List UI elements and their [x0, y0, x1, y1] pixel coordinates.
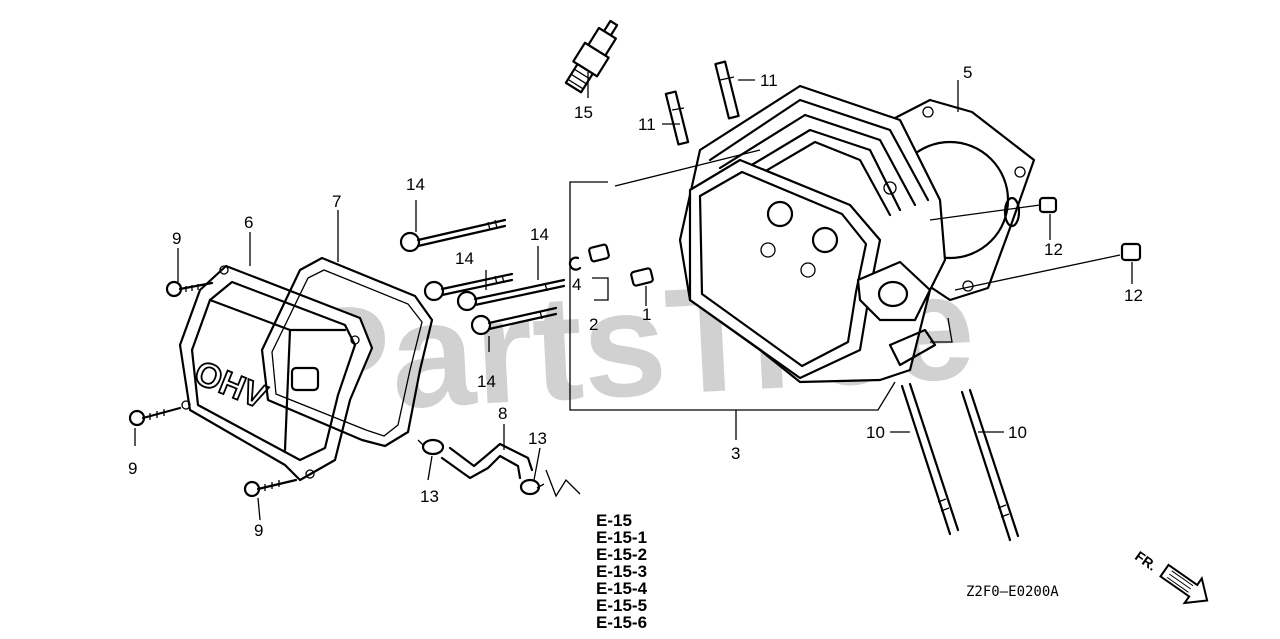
collar-1-part[interactable]	[630, 267, 654, 287]
spark-plug-part[interactable]	[562, 16, 626, 95]
bolt-14-mid[interactable]	[423, 272, 514, 302]
stud-11-right[interactable]	[714, 60, 740, 120]
bolt-9-top[interactable]	[165, 280, 214, 298]
label-15: 15	[574, 103, 593, 122]
label-2: 2	[589, 315, 598, 334]
bolt-9-left[interactable]	[128, 406, 182, 427]
label-6: 6	[244, 213, 253, 232]
label-11-left: 11	[638, 115, 656, 134]
diagram-code: Z2F0—E0200A	[966, 584, 1059, 600]
reference-item[interactable]: E-15-2	[596, 545, 647, 564]
label-5: 5	[963, 63, 972, 82]
valve-cover-part[interactable]	[178, 264, 374, 482]
stud-11-left[interactable]	[664, 90, 690, 146]
stud-10-right[interactable]	[960, 388, 1020, 542]
reference-item[interactable]: E-15-3	[596, 562, 647, 581]
cylinder-head-part[interactable]	[678, 84, 947, 384]
label-4: 4	[572, 275, 581, 294]
stud-10-left[interactable]	[900, 382, 960, 536]
bolt-14-bottom[interactable]	[470, 306, 558, 336]
bolt-9-bottom[interactable]	[243, 478, 298, 498]
label-11-right: 11	[760, 71, 778, 90]
label-7: 7	[332, 192, 341, 211]
reference-item[interactable]: E-15-6	[596, 613, 647, 632]
label-13-left: 13	[420, 487, 439, 506]
label-3: 3	[731, 444, 740, 463]
dowel-pin-12-upper[interactable]	[1038, 196, 1058, 214]
label-14-upper: 14	[406, 175, 425, 194]
label-14-right: 14	[530, 225, 549, 244]
breather-tube-part[interactable]	[440, 442, 534, 480]
reference-item[interactable]: E-15	[596, 511, 632, 530]
label-8: 8	[498, 404, 507, 423]
label-10-left: 10	[866, 423, 885, 442]
clamp-13-right[interactable]	[519, 478, 545, 496]
label-9-left: 9	[128, 459, 137, 478]
label-12-lower: 12	[1124, 286, 1143, 305]
collar-2-part[interactable]	[588, 243, 610, 263]
dowel-pin-12-lower[interactable]	[1120, 242, 1142, 262]
bolt-14-lower[interactable]	[456, 278, 566, 312]
reference-item[interactable]: E-15-1	[596, 528, 647, 547]
label-9-top: 9	[172, 229, 181, 248]
assembly-bracket	[569, 181, 896, 411]
cover-gasket-part[interactable]	[260, 256, 434, 448]
label-9-bottom: 9	[254, 521, 263, 540]
bolt-14-upper[interactable]	[399, 218, 507, 253]
reference-item[interactable]: E-15-5	[596, 596, 647, 615]
reference-item[interactable]: E-15-4	[596, 579, 648, 598]
front-arrow-icon	[1159, 563, 1209, 605]
label-12-upper: 12	[1044, 240, 1063, 259]
label-14-mid: 14	[455, 249, 474, 268]
label-14-bottom: 14	[477, 372, 496, 391]
clamp-13-left[interactable]	[417, 438, 445, 456]
direction-label: FR.	[1132, 548, 1160, 574]
leader-lines	[134, 72, 1133, 521]
label-1: 1	[642, 305, 651, 324]
label-13-right: 13	[528, 429, 547, 448]
label-10-right: 10	[1008, 423, 1027, 442]
